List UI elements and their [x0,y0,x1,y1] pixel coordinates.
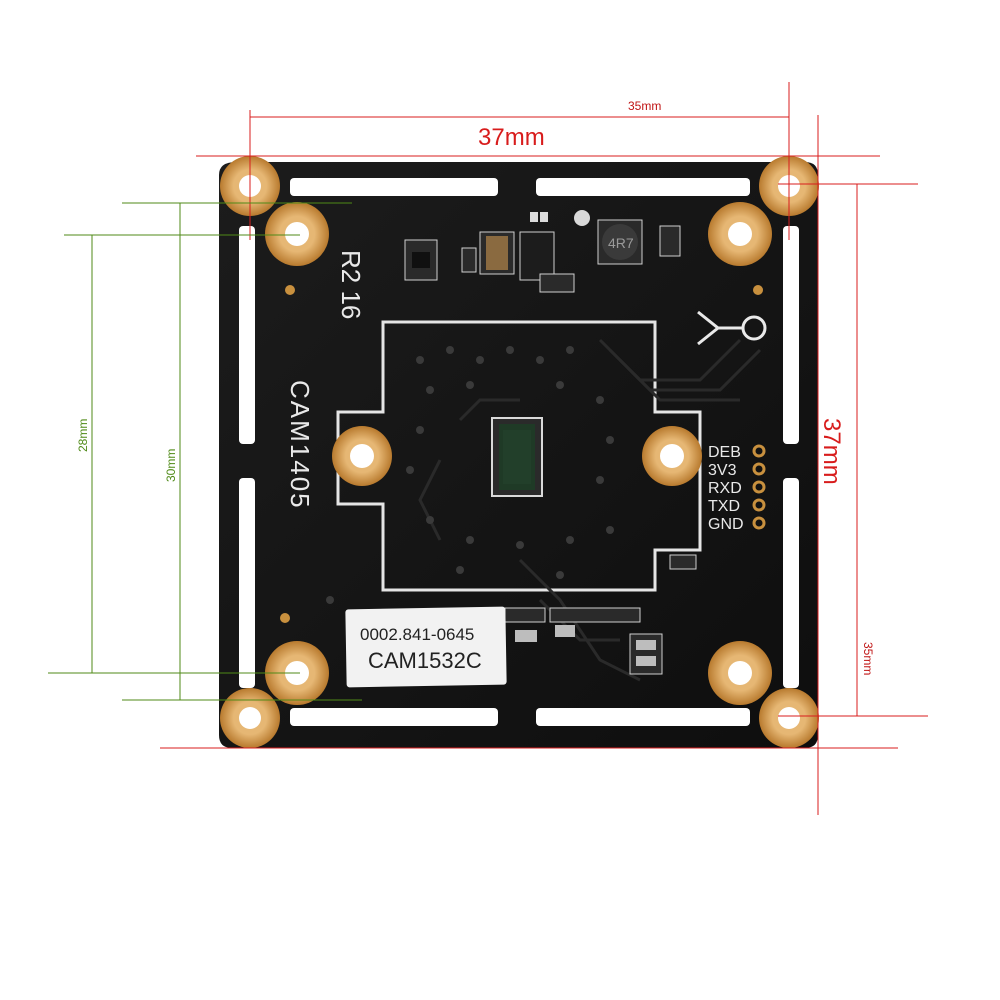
pin-label-3v3: 3V3 [708,462,737,479]
lens-mount-hole-right [642,426,702,486]
mounting-hole-bottom-right-inner [708,641,772,705]
pin-label-rxd: RXD [708,480,742,497]
revision-silk: R2 16 [336,250,366,319]
dim-top-inner: 35mm [628,99,661,113]
pin-label-deb: DEB [708,444,741,461]
label-sticker: 0002.841-0645 CAM1532C [345,606,507,688]
smd-components [404,210,697,675]
label-line-1: 0002.841-0645 [360,625,474,644]
mounting-hole-bottom-left-outer [220,688,280,748]
ground-symbol [697,310,767,346]
pcb-traces [418,338,762,682]
pin-header: DEB 3V3 RXD TXD GND [708,444,766,533]
mounting-hole-top-left-inner [265,202,329,266]
dimension-lines-red [160,82,928,815]
image-sensor-chip [491,417,543,497]
dim-top-outer: 37mm [478,124,545,151]
mounting-holes [220,156,819,748]
via-dots [280,285,763,623]
inductor-marking: 4R7 [608,235,634,251]
sensor-outline [336,320,702,592]
mounting-hole-top-right-inner [708,202,772,266]
dim-right-outer: 37mm [818,418,845,485]
pin-label-txd: TXD [708,498,740,515]
dim-right-inner: 35mm [861,642,875,675]
mounting-hole-bottom-right-outer [759,688,819,748]
dimension-lines-green [48,202,362,701]
lens-mount-hole-left [332,426,392,486]
model-silk: CAM1405 [285,380,315,510]
dim-left-outer: 28mm [76,419,90,452]
pin-label-gnd: GND [708,516,744,533]
dim-left-inner: 30mm [164,449,178,482]
label-line-2: CAM1532C [368,648,482,673]
